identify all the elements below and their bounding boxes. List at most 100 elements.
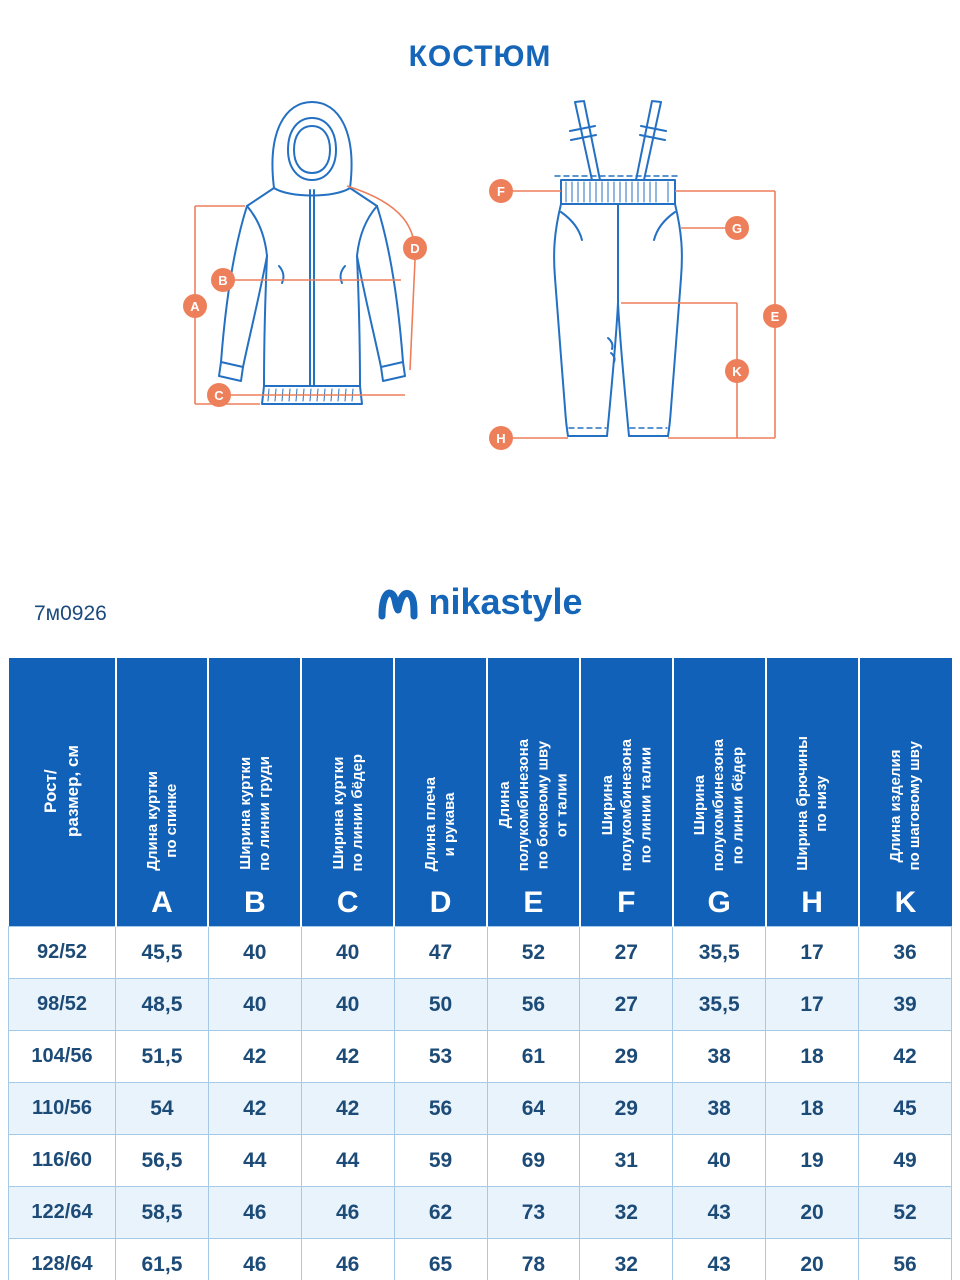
value-cell: 42 [207, 1030, 302, 1083]
value-cell: 44 [300, 1134, 395, 1187]
value-cell: 18 [765, 1082, 859, 1135]
value-cell: 61 [486, 1030, 581, 1083]
dimension-letter: F [497, 184, 505, 199]
value-cell: 50 [393, 978, 488, 1031]
value-cell: 27 [579, 978, 674, 1031]
column-label: Ширина полукомбинезона по линии талии [598, 738, 654, 871]
column-label: Длина плеча и рукава [422, 776, 459, 871]
dimension-label-a: A [183, 294, 207, 318]
column-label: Длина изделия по шаговому шву [887, 741, 924, 871]
dimension-letter: G [732, 221, 742, 236]
dimension-letter: B [218, 273, 227, 288]
value-cell: 61,5 [115, 1238, 209, 1280]
value-cell: 54 [115, 1082, 209, 1135]
value-cell: 56 [393, 1082, 488, 1135]
dimension-label-e: E [763, 304, 787, 328]
column-label: Ширина брючины по низу [793, 736, 831, 871]
dimension-label-b: B [211, 268, 235, 292]
value-cell: 20 [765, 1186, 859, 1239]
value-cell: 46 [207, 1238, 302, 1280]
value-cell: 56 [858, 1238, 952, 1280]
value-cell: 17 [765, 926, 859, 979]
value-cell: 35,5 [672, 926, 767, 979]
column-letter: A [151, 886, 173, 919]
column-letter: E [523, 886, 544, 919]
value-cell: 19 [765, 1134, 859, 1187]
value-cell: 32 [579, 1186, 674, 1239]
value-cell: 51,5 [115, 1030, 209, 1083]
dimension-label-h: H [489, 426, 513, 450]
value-cell: 69 [486, 1134, 581, 1187]
value-cell: 42 [858, 1030, 952, 1083]
column-label: Длина полукомбинезона по боковому шву от… [496, 738, 571, 871]
dimension-letter: K [732, 364, 742, 379]
value-cell: 43 [672, 1186, 767, 1239]
value-cell: 47 [393, 926, 488, 979]
dimension-letter: H [496, 431, 505, 446]
brand-row: 7м0926 nikastyle [0, 570, 960, 634]
column-label: Ширина куртки по линии бёдер [329, 753, 366, 871]
value-cell: 65 [393, 1238, 488, 1280]
column-letter: F [617, 886, 636, 919]
value-cell: 40 [207, 978, 302, 1031]
value-cell: 46 [300, 1186, 395, 1239]
value-cell: 20 [765, 1238, 859, 1280]
value-cell: 46 [207, 1186, 302, 1239]
dimension-letter: D [410, 241, 419, 256]
value-cell: 38 [672, 1082, 767, 1135]
value-cell: 40 [672, 1134, 767, 1187]
value-cell: 45 [858, 1082, 952, 1135]
column-label: Ширина куртки по линии груди [236, 756, 273, 871]
dimension-letter: A [190, 299, 200, 314]
column-letter: C [336, 886, 359, 919]
dimension-label-g: G [725, 216, 749, 240]
value-cell: 27 [579, 926, 674, 979]
brand-name: nikastyle [428, 581, 583, 622]
size-cell: 128/64 [8, 1238, 116, 1280]
size-header-label: Рост/ размер, см [40, 744, 82, 837]
dimension-label-f: F [489, 179, 513, 203]
size-cell: 110/56 [8, 1082, 116, 1135]
value-cell: 56 [486, 978, 581, 1031]
value-cell: 42 [207, 1082, 302, 1135]
jacket-outline [218, 101, 406, 405]
column-letter: B [243, 886, 266, 919]
value-cell: 18 [765, 1030, 859, 1083]
value-cell: 78 [486, 1238, 581, 1280]
value-cell: 56,5 [115, 1134, 209, 1187]
pants-outline [553, 100, 683, 437]
value-cell: 48,5 [115, 978, 209, 1031]
value-cell: 29 [579, 1030, 674, 1083]
value-cell: 45,5 [115, 926, 209, 979]
column-header-E: Длина полукомбинезона по боковому шву от… [486, 658, 580, 927]
value-cell: 32 [579, 1238, 674, 1280]
dimension-label-k: K [725, 359, 749, 383]
value-cell: 43 [672, 1238, 767, 1280]
value-cell: 52 [486, 926, 581, 979]
column-header-size: Рост/ размер, см [8, 658, 116, 927]
value-cell: 42 [300, 1030, 395, 1083]
size-cell: 122/64 [8, 1186, 116, 1239]
dimension-letter: E [771, 309, 780, 324]
value-cell: 73 [486, 1186, 581, 1239]
value-cell: 40 [300, 926, 395, 979]
column-letter: K [894, 886, 917, 919]
value-cell: 36 [858, 926, 952, 979]
brand-logo: nikastyle [377, 581, 583, 623]
value-cell: 49 [858, 1134, 952, 1187]
value-cell: 40 [207, 926, 302, 979]
dimension-letter: C [214, 388, 224, 403]
